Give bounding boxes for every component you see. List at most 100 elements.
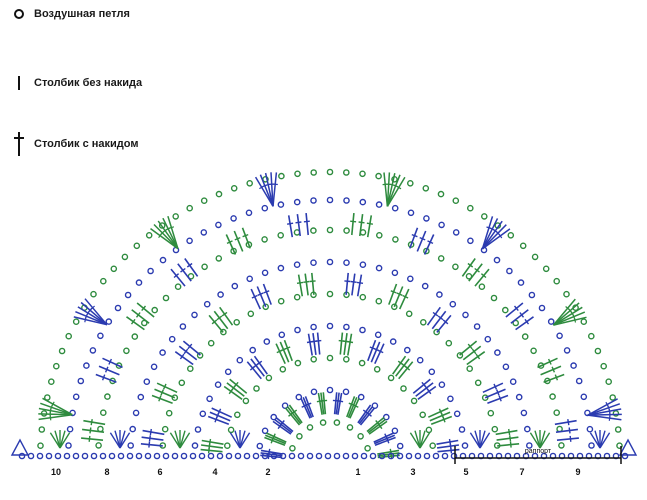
chain-stitch (223, 442, 231, 450)
dc-crossbar (437, 315, 444, 321)
dc-crossbar (421, 381, 427, 388)
chain-stitch (452, 197, 460, 204)
row-number: 5 (463, 467, 468, 477)
dc-stitch (468, 263, 483, 282)
chain-stitch (153, 452, 161, 460)
dc-stitch (102, 357, 123, 369)
dc-crossbar (263, 290, 270, 294)
dc-crossbar (551, 366, 556, 373)
chain-stitch (326, 322, 334, 330)
chain-stitch (419, 411, 427, 419)
chain-stitch (507, 231, 515, 239)
chain-stitch (553, 277, 561, 285)
chain-stitch (306, 452, 314, 460)
dc-crossbar (214, 416, 218, 423)
chain-stitch (48, 378, 55, 386)
chain-stitch (519, 242, 527, 250)
chain-stitch (333, 452, 341, 460)
chain-stitch (261, 427, 269, 435)
chain-stitch (253, 385, 260, 392)
fan-dc-crossbar (259, 185, 265, 190)
row-number: 9 (575, 467, 580, 477)
fan-dc-stitch (150, 227, 179, 250)
chain-stitch (416, 356, 424, 364)
fan-dc-stitch (553, 311, 586, 326)
chain-stitch (151, 306, 158, 314)
chain-stitch (294, 326, 301, 334)
dc-stitch (359, 407, 376, 426)
vertical-bar-icon (8, 74, 30, 92)
dc-crossbar (508, 428, 511, 436)
dc-crossbar (257, 292, 264, 296)
chain-stitch (215, 221, 222, 229)
chain-stitch (144, 452, 152, 460)
dc-stitch (373, 432, 395, 443)
dc-crossbar (296, 281, 304, 284)
dc-crossbar (173, 273, 180, 279)
chain-stitch (277, 264, 285, 272)
chain-stitch (201, 263, 208, 271)
chain-stitch (225, 452, 233, 460)
dc-stitch (398, 288, 410, 310)
chain-stitch (342, 169, 350, 176)
dc-stitch (427, 407, 449, 418)
chain-stitch (609, 394, 617, 401)
dc-stitch (398, 361, 414, 380)
dc-stitch (497, 443, 520, 447)
chain-stitch (461, 442, 469, 449)
chain-stitch (484, 335, 492, 343)
chain-stitch (194, 426, 202, 433)
dc-crossbar (104, 366, 109, 373)
chain-stitch (278, 172, 285, 180)
chain-stitch (437, 255, 445, 262)
chain-stitch (310, 227, 317, 234)
dc-crossbar (432, 311, 439, 317)
chain-stitch (343, 227, 350, 234)
chain-stitch (423, 215, 430, 222)
base-fan-stitch (174, 430, 181, 449)
chain-stitch (517, 279, 525, 286)
dc-stitch (95, 373, 117, 383)
chain-stitch (270, 452, 278, 460)
dc-crossbar (547, 358, 552, 365)
dc-stitch (395, 358, 410, 377)
chain-stitch (310, 355, 318, 363)
chain-stitch (588, 332, 595, 340)
dc-stitch (437, 448, 460, 453)
chain-stitch (326, 168, 334, 176)
dc-crossbar (384, 433, 388, 440)
fan-dc-stitch (587, 408, 622, 416)
dc-stitch (436, 444, 460, 449)
chain-stitch (382, 413, 390, 421)
chain-stitch (126, 452, 134, 460)
chain-stitch (343, 323, 350, 331)
fan-dc-stitch (264, 172, 274, 207)
chain-stitch (249, 346, 256, 354)
dc-stitch (311, 272, 315, 295)
row-number: 6 (157, 467, 162, 477)
dc-stitch (339, 332, 344, 355)
dc-crossbar (228, 388, 234, 395)
dc-stitch (136, 302, 155, 318)
chain-stitch (326, 354, 334, 362)
dc-stitch (274, 418, 293, 434)
chain-stitch (375, 231, 383, 239)
chain-stitch (342, 355, 350, 363)
base-fan-stitch (234, 430, 241, 449)
chain-stitch (186, 237, 193, 245)
dc-stitch (345, 272, 349, 295)
chain-stitch (171, 452, 179, 460)
dc-stitch (466, 351, 486, 366)
base-fan-stitch (54, 430, 61, 449)
legend-chain-label: Воздушная петля (34, 8, 130, 20)
dc-stitch (304, 396, 314, 418)
fan-dc-stitch (259, 174, 274, 207)
legend: Воздушная петля Столбик без накида Столб… (0, 0, 260, 160)
chain-stitch (605, 378, 613, 386)
chain-stitch (132, 409, 140, 417)
chain-stitch (487, 409, 495, 417)
chain-stitch (174, 283, 182, 291)
chain-stitch (233, 318, 240, 326)
repeat-marker: раппорт (454, 446, 622, 464)
chain-stitch (143, 378, 151, 386)
